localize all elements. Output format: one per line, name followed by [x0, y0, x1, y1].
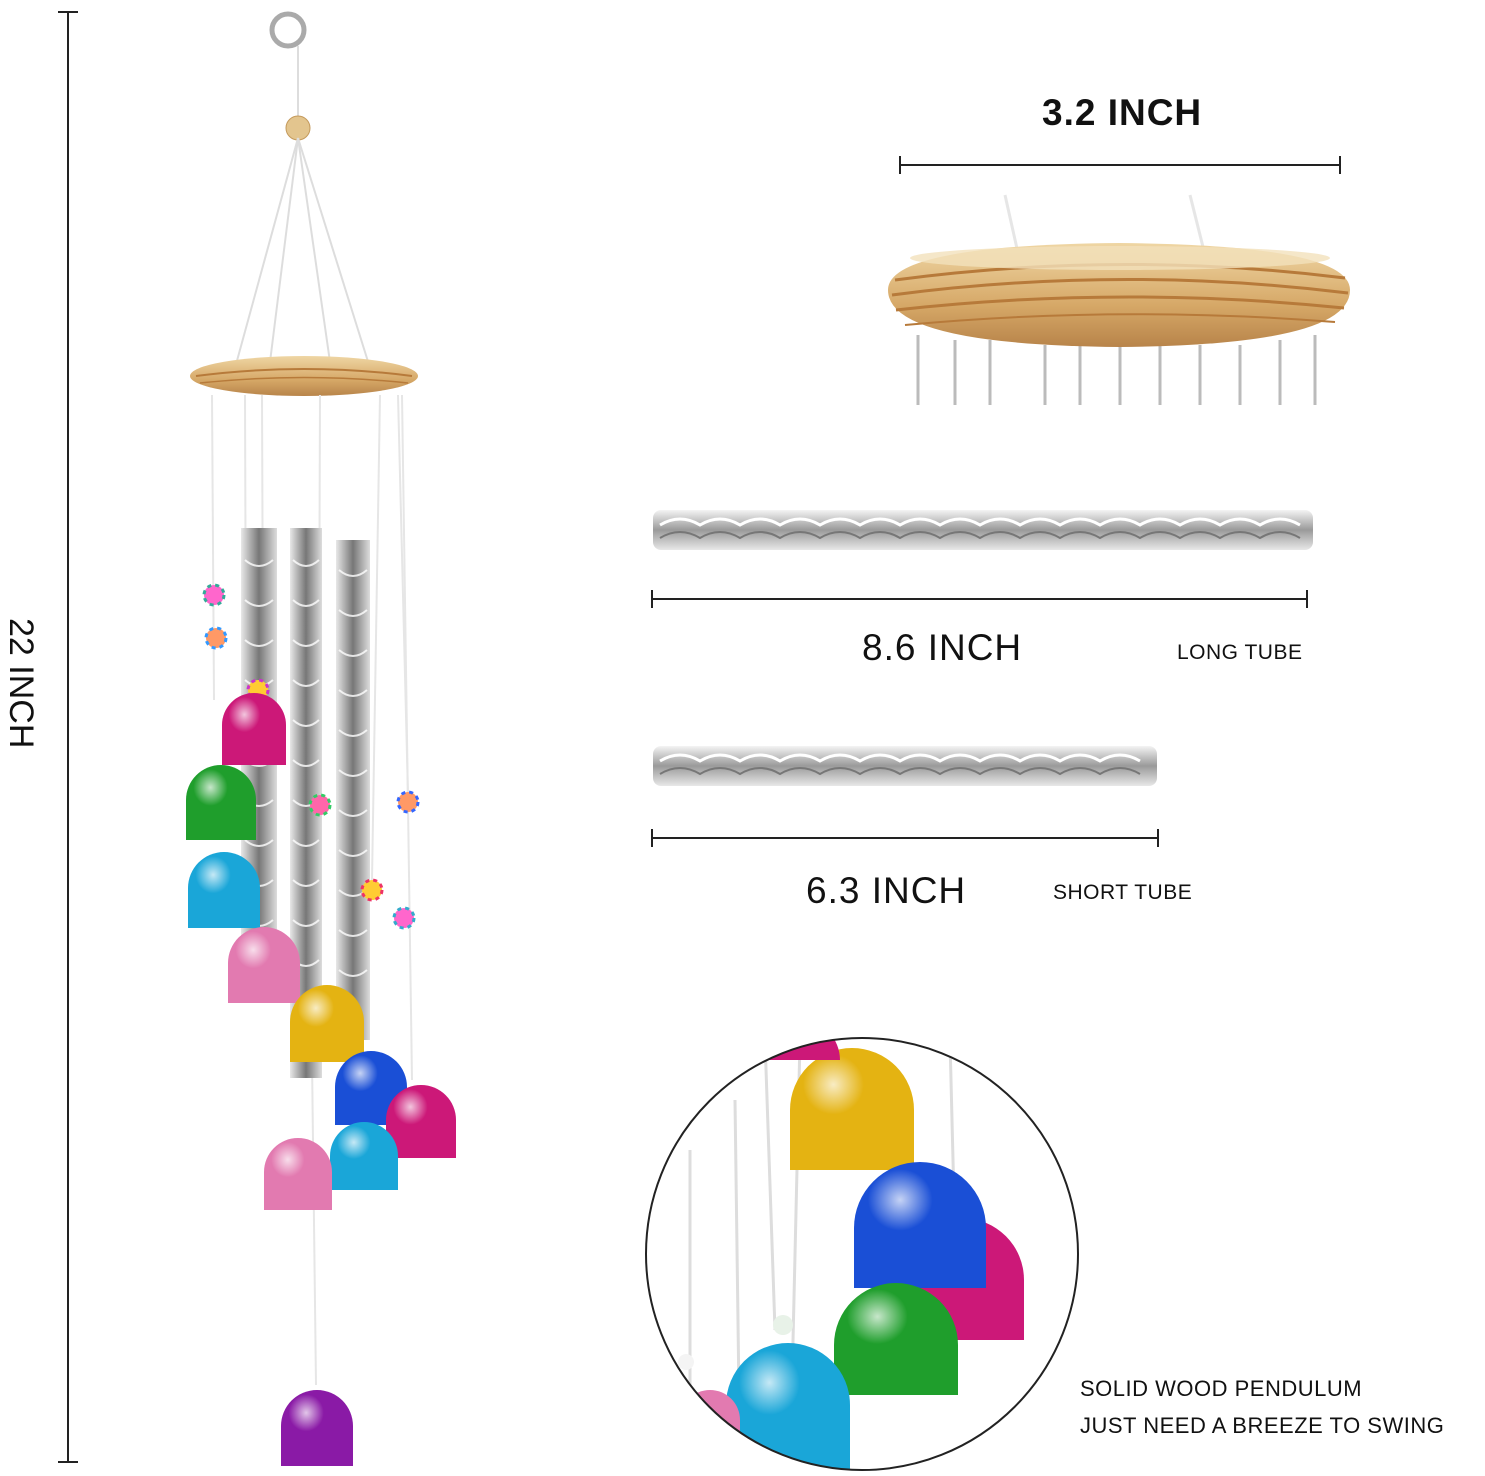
caption-line-1: SOLID WOOD PENDULUM: [1080, 1376, 1363, 1401]
top-width-label: 3.2 INCH: [1042, 92, 1203, 133]
caption-line-2: JUST NEED A BREEZE TO SWING: [1080, 1413, 1445, 1438]
short-tube-dimension-line: [651, 829, 1159, 847]
wood-disc: [190, 356, 418, 396]
wind-chime-full: [186, 11, 456, 1466]
short-tube: [653, 746, 1157, 786]
top-width-dimension-line: [899, 156, 1341, 174]
bells-closeup-circle: [645, 1037, 1079, 1471]
height-label: 22 INCH: [2, 618, 40, 749]
hanging-ring: [269, 11, 307, 49]
tube: [336, 540, 370, 1040]
long-tube-dimension-line: [651, 590, 1308, 608]
long-tube-name-label: LONG TUBE: [1177, 641, 1303, 664]
short-tube-name-label: SHORT TUBE: [1053, 881, 1193, 904]
height-dimension-line: [58, 11, 78, 1463]
bells: [186, 693, 456, 1466]
wood-disc-closeup: [888, 194, 1350, 405]
long-tube: [653, 510, 1313, 550]
short-tube-length-label: 6.3 INCH: [806, 870, 967, 911]
rainbow-beads: [202, 583, 420, 930]
wood-bead: [285, 115, 311, 141]
long-tube-length-label: 8.6 INCH: [862, 627, 1023, 668]
